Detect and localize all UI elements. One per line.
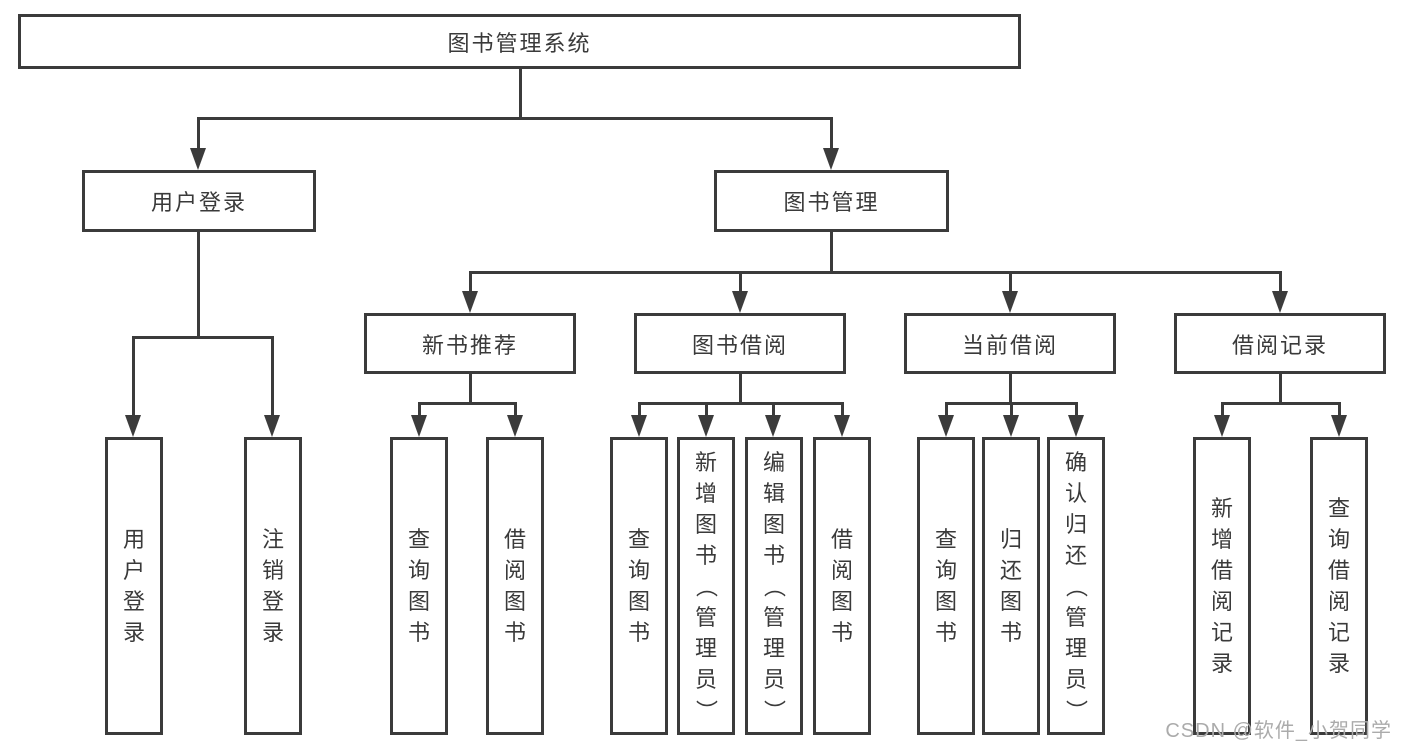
connector-line: [739, 271, 742, 293]
node-user-login-label: 用户登录: [150, 190, 247, 215]
connector-arrowhead: [1002, 291, 1018, 313]
connector-arrowhead: [732, 291, 748, 313]
leaf-bb-query-book-label: 查询图书: [627, 527, 650, 645]
connector-line: [841, 402, 844, 417]
connector-line: [469, 271, 472, 293]
connector-line: [197, 117, 833, 120]
node-borrow-record: 借阅记录: [1174, 313, 1386, 374]
connector-arrowhead: [698, 415, 714, 437]
connector-line: [772, 402, 775, 417]
connector-line: [132, 336, 135, 417]
leaf-cb-return-book: 归还图书: [982, 437, 1040, 735]
leaf-cb-return-book-label: 归还图书: [999, 527, 1022, 645]
connector-arrowhead: [1214, 415, 1230, 437]
connector-line: [1221, 402, 1224, 417]
connector-arrowhead: [264, 415, 280, 437]
connector-line: [514, 402, 517, 417]
connector-arrowhead: [462, 291, 478, 313]
connector-line: [1221, 402, 1341, 405]
leaf-br-add-record-label: 新增借阅记录: [1210, 496, 1233, 676]
leaf-logout-user-label: 注销登录: [261, 527, 284, 645]
connector-arrowhead: [823, 148, 839, 170]
connector-arrowhead: [190, 148, 206, 170]
leaf-bb-edit-book-label: 编辑图书（管理员）: [761, 449, 787, 722]
leaf-login-user: 用户登录: [105, 437, 163, 735]
csdn-watermark: CSDN @软件_小贺同学: [1165, 720, 1392, 742]
connector-line: [418, 402, 421, 417]
leaf-bb-borrow-book-label: 借阅图书: [830, 527, 853, 645]
node-book-mgmt: 图书管理: [714, 170, 949, 232]
connector-line: [132, 336, 274, 339]
connector-line: [469, 374, 472, 405]
connector-arrowhead: [631, 415, 647, 437]
connector-line: [638, 402, 641, 417]
connector-line: [1338, 402, 1341, 417]
connector-arrowhead: [411, 415, 427, 437]
connector-line: [739, 374, 742, 405]
connector-line: [197, 117, 200, 150]
leaf-bb-add-book: 新增图书（管理员）: [677, 437, 735, 735]
leaf-br-query-record-label: 查询借阅记录: [1327, 496, 1350, 676]
leaf-br-add-record: 新增借阅记录: [1193, 437, 1251, 735]
connector-arrowhead: [1272, 291, 1288, 313]
connector-line: [1075, 402, 1078, 417]
leaf-bb-edit-book: 编辑图书（管理员）: [745, 437, 803, 735]
connector-arrowhead: [1331, 415, 1347, 437]
connector-arrowhead: [938, 415, 954, 437]
connector-arrowhead: [125, 415, 141, 437]
connector-arrowhead: [765, 415, 781, 437]
leaf-cb-query-book-label: 查询图书: [934, 527, 957, 645]
connector-line: [1009, 374, 1012, 405]
connector-arrowhead: [507, 415, 523, 437]
connector-line: [1279, 374, 1282, 405]
leaf-rec-query-book-label: 查询图书: [407, 527, 430, 645]
node-user-login: 用户登录: [82, 170, 316, 232]
node-new-book-rec: 新书推荐: [364, 313, 576, 374]
leaf-bb-query-book: 查询图书: [610, 437, 668, 735]
leaf-login-user-label: 用户登录: [122, 527, 145, 645]
connector-arrowhead: [834, 415, 850, 437]
leaf-bb-borrow-book: 借阅图书: [813, 437, 871, 735]
node-new-book-rec-label: 新书推荐: [421, 332, 518, 358]
connector-line: [1009, 271, 1012, 293]
node-book-borrow: 图书借阅: [634, 313, 846, 374]
leaf-logout-user: 注销登录: [244, 437, 302, 735]
node-book-mgmt-label: 图书管理: [783, 190, 880, 215]
leaf-rec-borrow-book-label: 借阅图书: [503, 527, 526, 645]
leaf-rec-borrow-book: 借阅图书: [486, 437, 544, 735]
connector-line: [519, 69, 522, 120]
connector-line: [469, 271, 1282, 274]
node-current-borrow-label: 当前借阅: [961, 332, 1058, 358]
connector-line: [830, 117, 833, 150]
connector-line: [271, 336, 274, 417]
connector-line: [418, 402, 517, 405]
connector-arrowhead: [1068, 415, 1084, 437]
connector-line: [197, 232, 200, 339]
connector-line: [638, 402, 844, 405]
leaf-bb-add-book-label: 新增图书（管理员）: [693, 449, 719, 722]
connector-line: [830, 231, 833, 274]
connector-line: [705, 402, 708, 417]
connector-line: [1010, 402, 1013, 417]
node-root-label: 图书管理系统: [447, 30, 592, 56]
connector-arrowhead: [1003, 415, 1019, 437]
node-root: 图书管理系统: [18, 14, 1021, 69]
connector-line: [1279, 271, 1282, 293]
leaf-rec-query-book: 查询图书: [390, 437, 448, 735]
connector-line: [945, 402, 948, 417]
leaf-cb-query-book: 查询图书: [917, 437, 975, 735]
leaf-cb-confirm-return-label: 确认归还（管理员）: [1063, 449, 1089, 722]
node-current-borrow: 当前借阅: [904, 313, 1116, 374]
node-borrow-record-label: 借阅记录: [1231, 332, 1328, 358]
node-book-borrow-label: 图书借阅: [691, 332, 788, 358]
leaf-br-query-record: 查询借阅记录: [1310, 437, 1368, 735]
leaf-cb-confirm-return: 确认归还（管理员）: [1047, 437, 1105, 735]
